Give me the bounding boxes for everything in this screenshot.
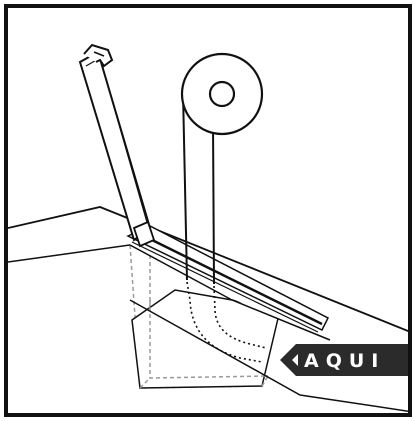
- aqui-callout: AQUI: [280, 344, 408, 376]
- tape-roll: [180, 52, 264, 285]
- panel-slot-edge: [129, 244, 331, 341]
- aqui-label: AQUI: [304, 350, 385, 372]
- lever-arm: [78, 43, 156, 248]
- hidden-strap-path: [186, 281, 267, 363]
- panel-bottom-edge: [129, 299, 408, 412]
- hidden-box-edges: [139, 300, 269, 389]
- panel-top-edge: [8, 206, 408, 332]
- panel-left-edge: [8, 244, 131, 263]
